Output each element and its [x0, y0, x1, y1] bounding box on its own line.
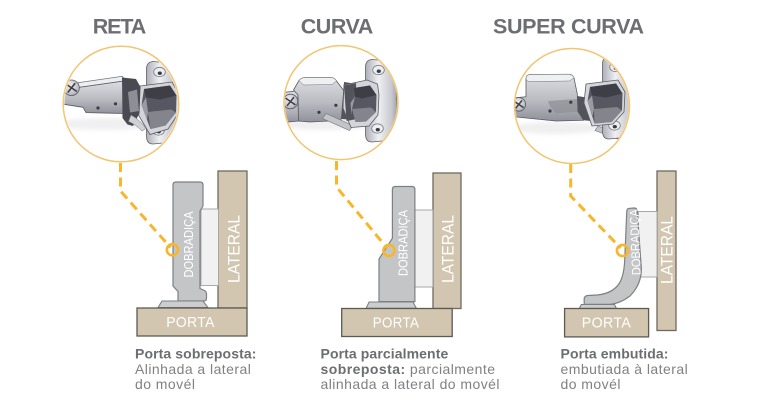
svg-text:LATERAL: LATERAL: [439, 215, 458, 283]
svg-text:Porta embutida:: Porta embutida:: [561, 346, 669, 362]
svg-text:RETA: RETA: [93, 15, 147, 39]
svg-text:DOBRADIÇA: DOBRADIÇA: [182, 211, 196, 278]
svg-text:DOBRADIÇA: DOBRADIÇA: [397, 209, 411, 276]
svg-text:SUPER CURVA: SUPER CURVA: [493, 15, 644, 39]
svg-text:DOBRADIÇA: DOBRADIÇA: [627, 208, 643, 275]
svg-text:CURVA: CURVA: [301, 15, 374, 39]
svg-text:LATERAL: LATERAL: [225, 215, 244, 283]
svg-text:Porta parcialmente: Porta parcialmente: [321, 346, 449, 362]
svg-text:do movél: do movél: [561, 376, 621, 392]
svg-text:sobreposta: parcialmente: sobreposta: parcialmente: [321, 361, 496, 377]
svg-text:embutiada à lateral: embutiada à lateral: [561, 361, 689, 377]
svg-text:LATERAL: LATERAL: [658, 216, 677, 284]
svg-text:do movél: do movél: [135, 376, 195, 392]
svg-text:Alinhada a lateral: Alinhada a lateral: [135, 361, 251, 377]
svg-text:Porta sobreposta:: Porta sobreposta:: [135, 346, 257, 362]
svg-text:alinhada a lateral do movél: alinhada a lateral do movél: [321, 376, 500, 392]
svg-text:PORTA: PORTA: [373, 316, 420, 332]
svg-text:PORTA: PORTA: [582, 316, 632, 332]
svg-text:PORTA: PORTA: [166, 315, 215, 331]
